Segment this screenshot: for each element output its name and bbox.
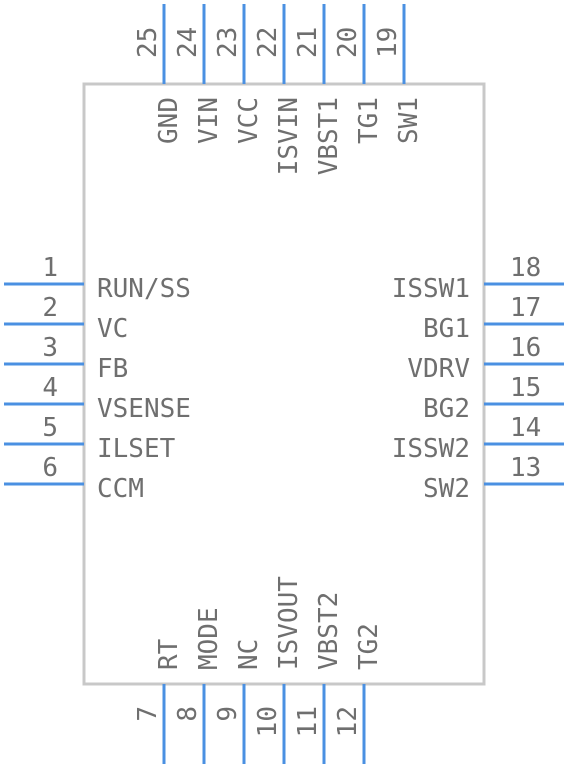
pin-9-label: NC bbox=[234, 639, 264, 670]
pin-17-label: BG1 bbox=[423, 314, 470, 344]
pins-group: 1RUN/SS2VC3FB4VSENSE5ILSET6CCM13SW214ISS… bbox=[4, 4, 564, 764]
pin-23-label: VCC bbox=[234, 97, 264, 144]
pin-3-number: 3 bbox=[42, 333, 58, 363]
pin-16-number: 16 bbox=[510, 333, 541, 363]
pin-20-label: TG1 bbox=[354, 97, 384, 144]
pin-12-number: 12 bbox=[333, 706, 363, 737]
pin-18-number: 18 bbox=[510, 253, 541, 283]
pin-22-label: ISVIN bbox=[274, 97, 304, 175]
pin-24-label: VIN bbox=[194, 97, 224, 144]
pin-11-number: 11 bbox=[293, 706, 323, 737]
pin-25-number: 25 bbox=[133, 27, 163, 58]
pin-11-label: VBST2 bbox=[314, 592, 344, 670]
ic-package-body bbox=[82, 82, 486, 686]
pin-7-label: RT bbox=[154, 638, 184, 670]
pin-21-label: VBST1 bbox=[314, 97, 344, 175]
pin-6-label: CCM bbox=[97, 474, 144, 504]
pin-22-number: 22 bbox=[253, 27, 283, 58]
pin-2-number: 2 bbox=[42, 293, 58, 323]
pin-15-number: 15 bbox=[510, 373, 541, 403]
pin-25-label: GND bbox=[154, 97, 184, 144]
pin-12-label: TG2 bbox=[354, 623, 384, 670]
pin-16-label: VDRV bbox=[407, 354, 470, 384]
pin-10-label: ISVOUT bbox=[274, 576, 304, 670]
pin-7-number: 7 bbox=[133, 706, 163, 722]
pin-1-number: 1 bbox=[42, 253, 58, 283]
pin-13-number: 13 bbox=[510, 453, 541, 483]
pin-24-number: 24 bbox=[173, 27, 203, 58]
pin-5-number: 5 bbox=[42, 413, 58, 443]
pin-19-number: 19 bbox=[373, 27, 403, 58]
pin-14-number: 14 bbox=[510, 413, 541, 443]
pin-23-number: 23 bbox=[213, 27, 243, 58]
pin-18-label: ISSW1 bbox=[392, 274, 470, 304]
pin-17-number: 17 bbox=[510, 293, 541, 323]
pin-4-number: 4 bbox=[42, 373, 58, 403]
pin-21-number: 21 bbox=[293, 27, 323, 58]
pin-13-label: SW2 bbox=[423, 474, 470, 504]
pin-14-label: ISSW2 bbox=[392, 434, 470, 464]
pin-1-label: RUN/SS bbox=[97, 274, 191, 304]
pin-8-label: MODE bbox=[194, 607, 224, 670]
pin-6-number: 6 bbox=[42, 453, 58, 483]
pin-2-label: VC bbox=[97, 314, 128, 344]
pin-10-number: 10 bbox=[253, 706, 283, 737]
pin-3-label: FB bbox=[97, 354, 128, 384]
pin-20-number: 20 bbox=[333, 27, 363, 58]
pin-9-number: 9 bbox=[213, 706, 243, 722]
pin-8-number: 8 bbox=[173, 706, 203, 722]
pin-19-label: SW1 bbox=[394, 97, 424, 144]
pin-15-label: BG2 bbox=[423, 394, 470, 424]
pin-4-label: VSENSE bbox=[97, 394, 191, 424]
pin-5-label: ILSET bbox=[97, 434, 176, 464]
